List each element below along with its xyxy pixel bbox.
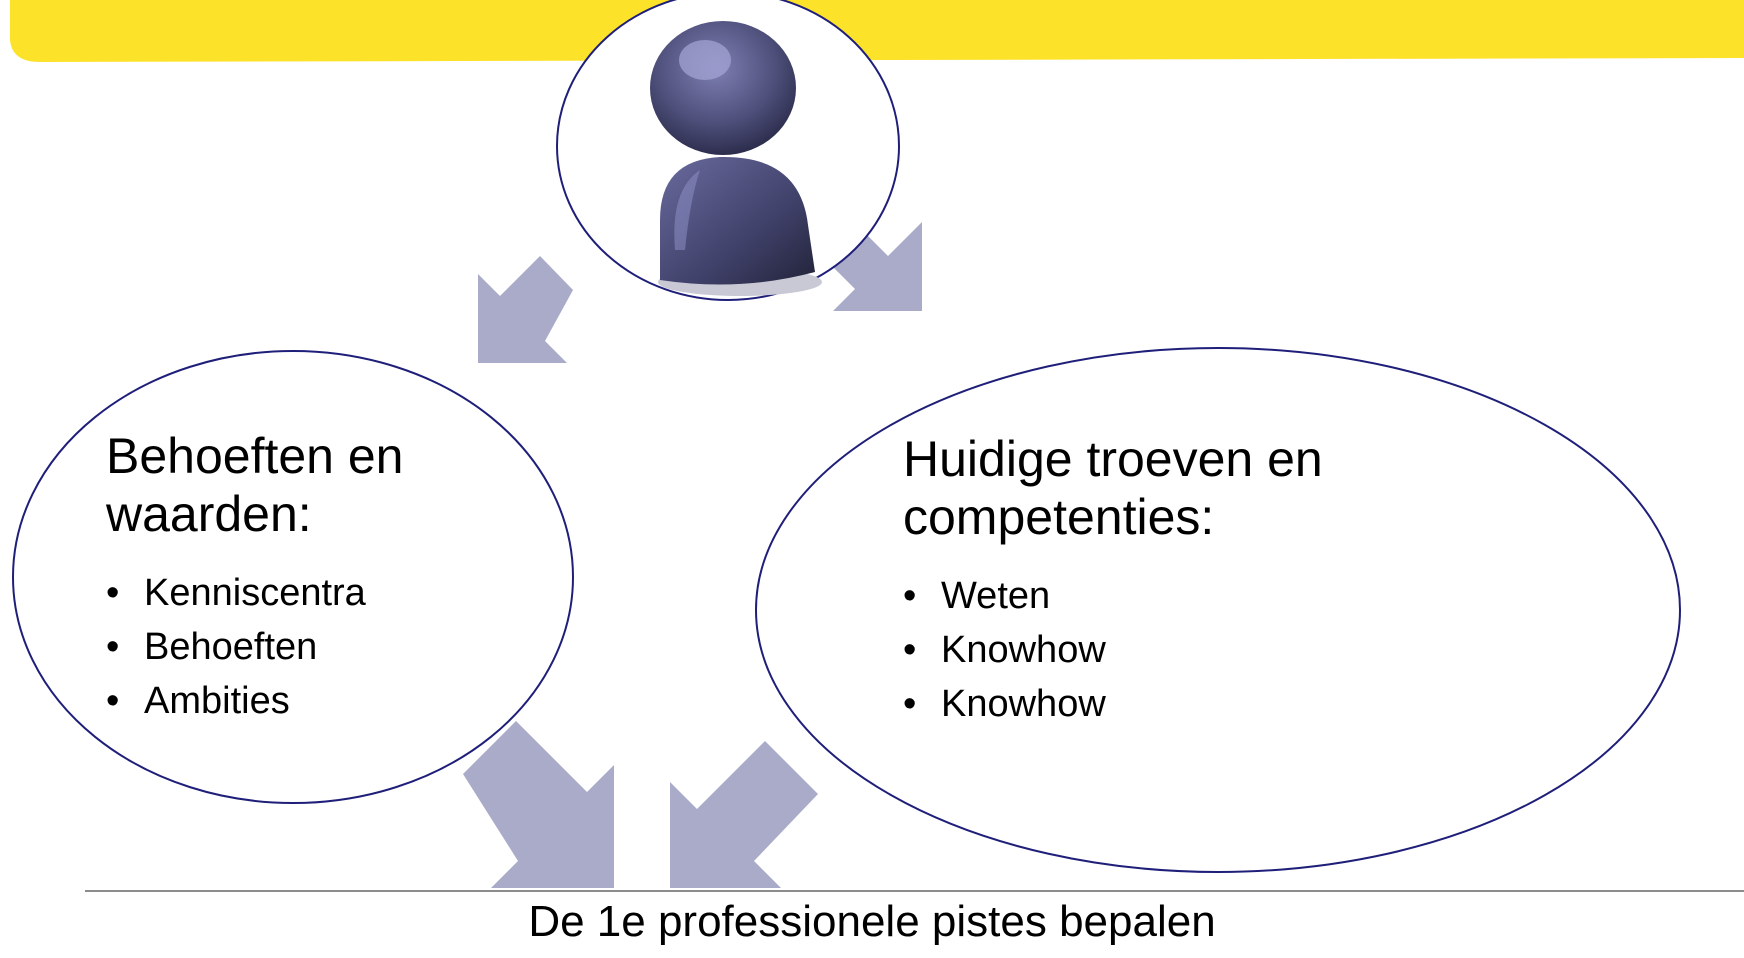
arrow-down-left xyxy=(478,256,573,363)
footer-caption: De 1e professionele pistes bepalen xyxy=(528,897,1216,946)
left-circle-list: Kenniscentra Behoeften Ambities xyxy=(106,566,366,728)
right-circle xyxy=(755,347,1681,873)
person-icon xyxy=(650,21,822,296)
list-item: Weten xyxy=(903,569,1106,623)
top-banner xyxy=(10,0,1744,62)
right-circle-list: Weten Knowhow Knowhow xyxy=(903,569,1106,731)
list-item: Knowhow xyxy=(903,623,1106,677)
right-circle-heading: Huidige troeven en competenties: xyxy=(903,431,1323,545)
list-item: Behoeften xyxy=(106,620,366,674)
arrow-converge-left xyxy=(463,721,614,888)
list-item: Knowhow xyxy=(903,677,1106,731)
arrow-converge-right xyxy=(670,741,818,888)
left-circle-heading: Behoeften en waarden: xyxy=(106,428,404,542)
list-item: Ambities xyxy=(106,674,366,728)
list-item: Kenniscentra xyxy=(106,566,366,620)
